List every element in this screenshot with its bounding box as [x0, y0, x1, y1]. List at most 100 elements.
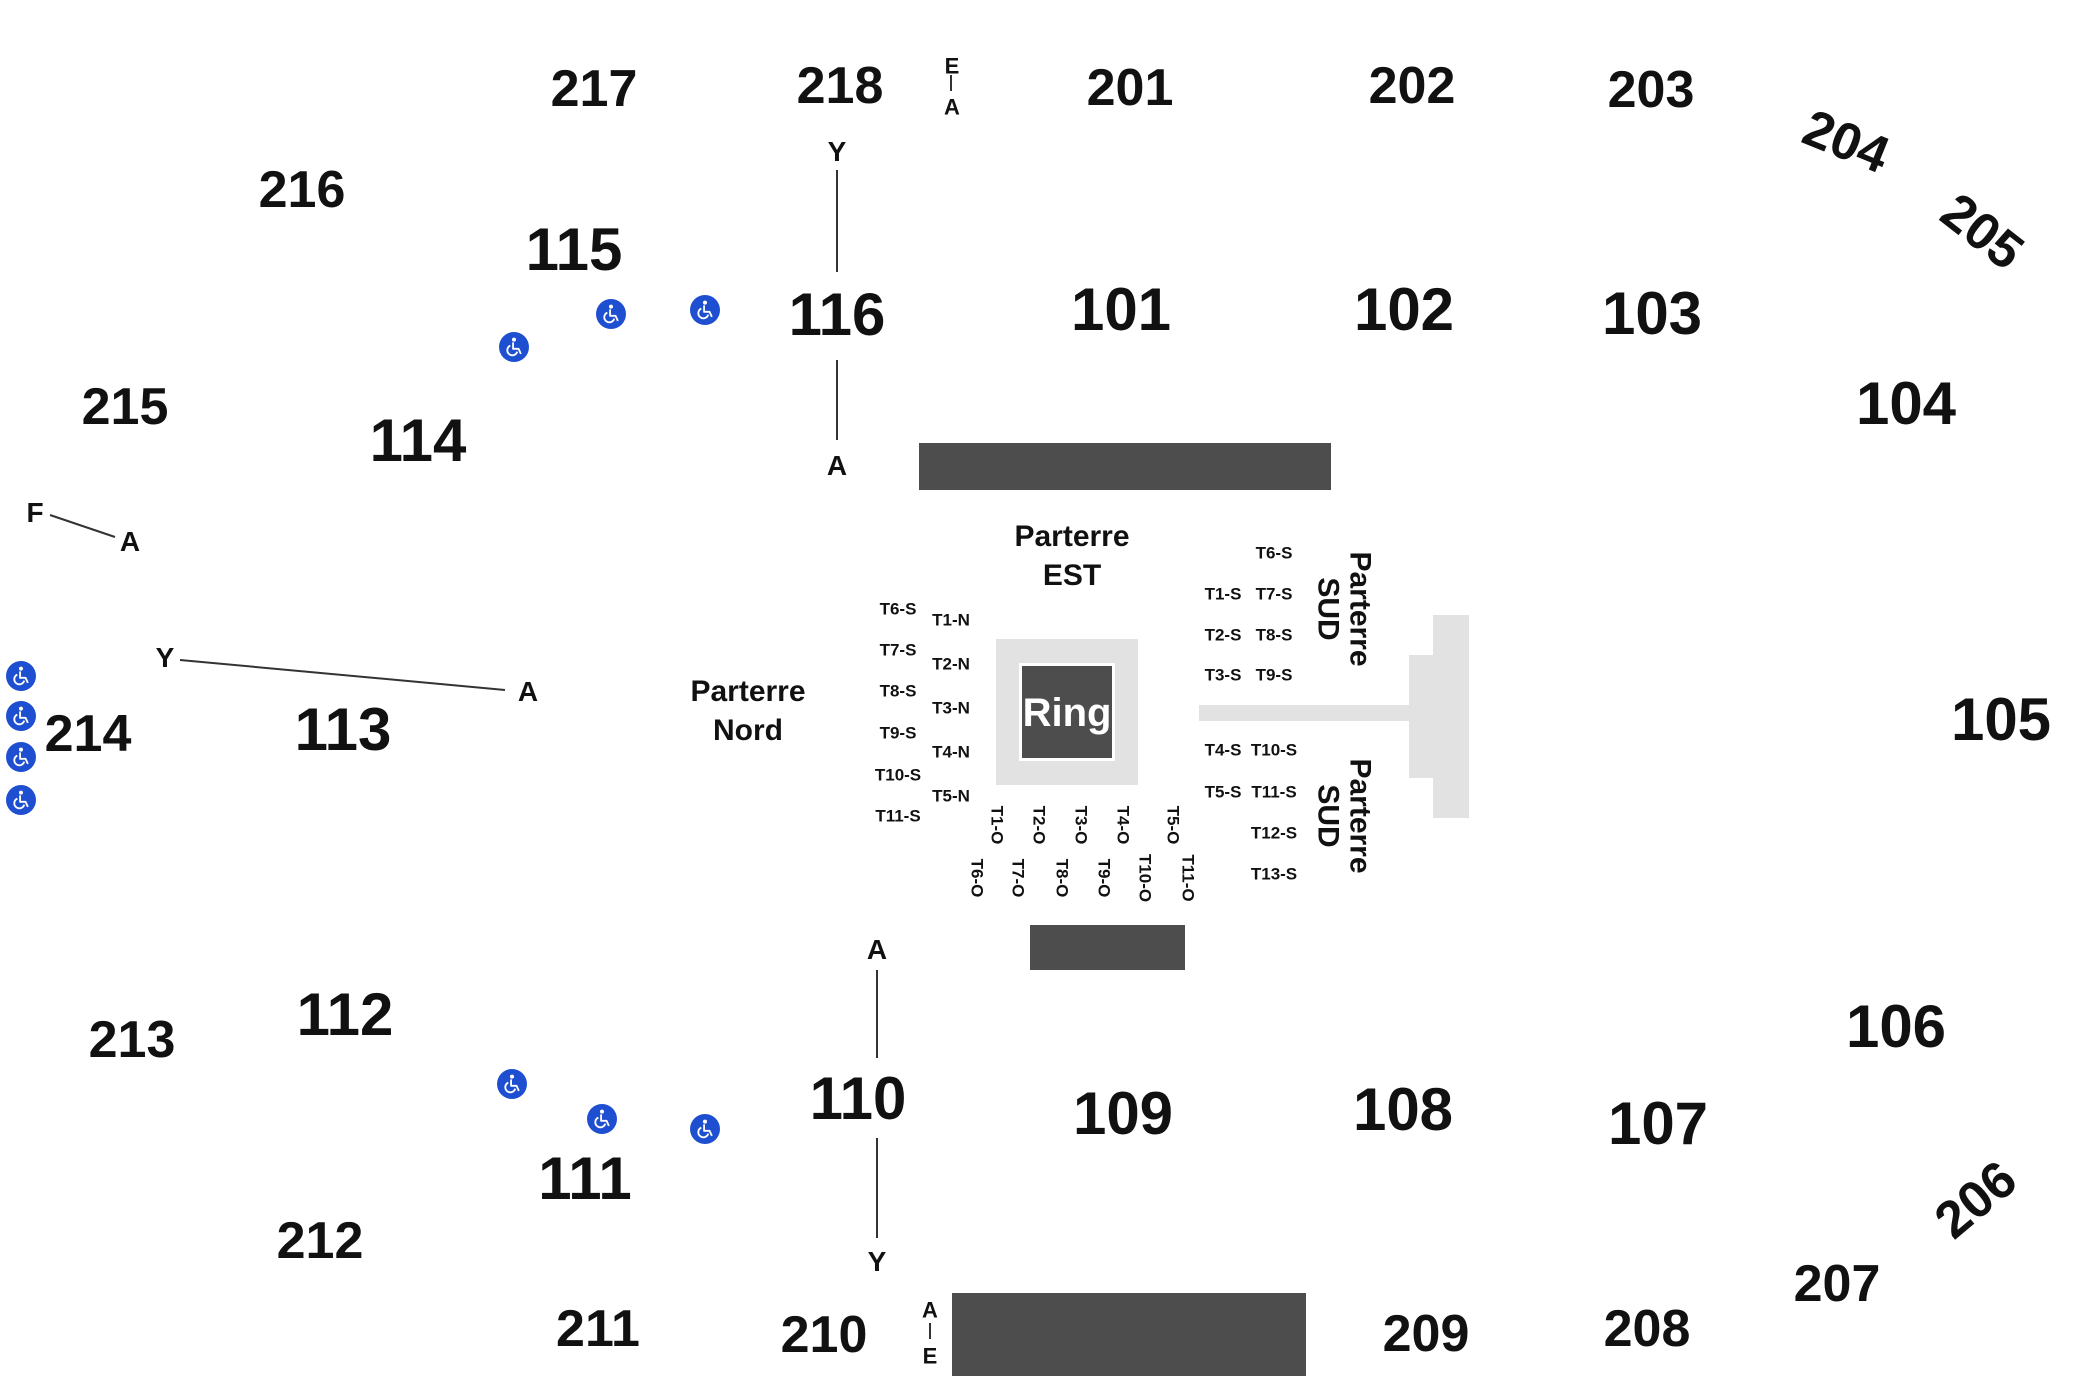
- table-sud-top-right[interactable]: T9-S: [1255, 665, 1293, 685]
- section-208[interactable]: 208: [1603, 1300, 1691, 1358]
- table-nord-left[interactable]: T10-S: [874, 765, 922, 785]
- table-ouest-top[interactable]: T4-O: [1113, 805, 1133, 845]
- table-sud-bottom-right[interactable]: T13-S: [1250, 864, 1298, 884]
- wheelchair-icon[interactable]: [6, 661, 36, 691]
- row-label-218-bottom: A: [944, 94, 960, 120]
- table-ouest-bottom[interactable]: T10-O: [1135, 853, 1155, 903]
- zone-parterre-sud-top-line1: Parterre: [1343, 551, 1377, 667]
- section-106[interactable]: 106: [1845, 993, 1947, 1060]
- section-203[interactable]: 203: [1607, 61, 1695, 119]
- table-ouest-bottom[interactable]: T9-O: [1094, 858, 1114, 898]
- wheelchair-icon[interactable]: [596, 299, 626, 329]
- wheelchair-icon[interactable]: [690, 295, 720, 325]
- row-label-116-bottom: A: [826, 450, 848, 481]
- section-211[interactable]: 211: [556, 1300, 640, 1358]
- section-113[interactable]: 113: [294, 696, 392, 763]
- table-nord-left[interactable]: T9-S: [879, 723, 917, 743]
- zone-parterre-est[interactable]: Parterre EST: [1014, 517, 1129, 595]
- section-116[interactable]: 116: [788, 281, 886, 348]
- table-nord-left[interactable]: T11-S: [875, 806, 921, 826]
- zone-parterre-sud-bottom-line2: SUD: [1312, 784, 1345, 848]
- table-ouest-top[interactable]: T2-O: [1029, 805, 1049, 845]
- row-label-210-bottom: E: [922, 1343, 938, 1369]
- table-sud-top-right[interactable]: T6-S: [1255, 543, 1293, 563]
- section-107[interactable]: 107: [1607, 1090, 1709, 1157]
- table-sud-bottom-left[interactable]: T4-S: [1204, 740, 1242, 760]
- table-sud-top-left[interactable]: T3-S: [1204, 665, 1242, 685]
- section-217[interactable]: 217: [550, 60, 638, 118]
- table-sud-top-left[interactable]: T1-S: [1204, 584, 1242, 604]
- table-sud-bottom-right[interactable]: T12-S: [1250, 823, 1298, 843]
- section-105[interactable]: 105: [1950, 686, 2052, 753]
- zone-parterre-sud-bottom-line1: Parterre: [1343, 758, 1377, 874]
- table-ouest-bottom[interactable]: T8-O: [1052, 858, 1072, 898]
- section-115[interactable]: 115: [525, 216, 623, 283]
- zone-parterre-nord-line2: Nord: [712, 714, 783, 747]
- table-nord-right[interactable]: T1-N: [932, 610, 970, 630]
- wheelchair-icon[interactable]: [497, 1069, 527, 1099]
- section-112[interactable]: 112: [296, 981, 394, 1048]
- section-114[interactable]: 114: [369, 407, 467, 474]
- section-201[interactable]: 201: [1086, 59, 1174, 117]
- section-108[interactable]: 108: [1352, 1076, 1454, 1143]
- table-nord-left[interactable]: T7-S: [879, 640, 917, 660]
- stage-bottom-small: [1030, 925, 1185, 970]
- section-209[interactable]: 209: [1382, 1305, 1470, 1363]
- section-102[interactable]: 102: [1353, 276, 1455, 343]
- row-label-116-top: Y: [827, 136, 847, 167]
- table-ouest-top[interactable]: T5-O: [1163, 805, 1183, 845]
- table-sud-top-left[interactable]: T2-S: [1204, 625, 1242, 645]
- row-label-210-top: A: [922, 1297, 938, 1323]
- table-ouest-bottom[interactable]: T6-O: [967, 858, 987, 898]
- section-216[interactable]: 216: [258, 161, 346, 219]
- section-214[interactable]: 214: [44, 705, 132, 763]
- table-nord-right[interactable]: T5-N: [932, 786, 970, 806]
- section-111[interactable]: 111: [538, 1145, 632, 1212]
- zone-parterre-est-line2: EST: [1042, 559, 1102, 592]
- stage-bottom-large: [952, 1293, 1306, 1376]
- zone-parterre-nord[interactable]: Parterre Nord: [690, 672, 805, 750]
- stage-top: [919, 443, 1331, 490]
- section-104[interactable]: 104: [1855, 370, 1957, 437]
- table-nord-right[interactable]: T4-N: [932, 742, 970, 762]
- table-ouest-top[interactable]: T1-O: [987, 805, 1007, 845]
- section-212[interactable]: 212: [276, 1212, 364, 1270]
- table-nord-left[interactable]: T6-S: [879, 599, 917, 619]
- table-sud-bottom-right[interactable]: T10-S: [1250, 740, 1298, 760]
- section-210[interactable]: 210: [780, 1306, 868, 1364]
- wheelchair-icon[interactable]: [6, 742, 36, 772]
- row-label-113-right: A: [517, 676, 539, 707]
- ring-label: Ring: [1022, 691, 1112, 735]
- row-label-218-top: E: [944, 53, 960, 79]
- zone-parterre-sud-bottom[interactable]: Parterre SUD: [1312, 758, 1377, 874]
- ring[interactable]: [1019, 663, 1115, 761]
- wheelchair-icon[interactable]: [690, 1114, 720, 1144]
- section-109[interactable]: 109: [1072, 1080, 1174, 1147]
- table-nord-left[interactable]: T8-S: [879, 681, 917, 701]
- section-103[interactable]: 103: [1601, 280, 1703, 347]
- section-215[interactable]: 215: [81, 378, 169, 436]
- table-nord-right[interactable]: T3-N: [932, 698, 970, 718]
- section-110[interactable]: 110: [809, 1065, 907, 1132]
- section-213[interactable]: 213: [88, 1011, 176, 1069]
- section-101[interactable]: 101: [1070, 276, 1172, 343]
- wheelchair-icon[interactable]: [6, 701, 36, 731]
- table-sud-top-right[interactable]: T7-S: [1255, 584, 1293, 604]
- wheelchair-icon[interactable]: [499, 332, 529, 362]
- zone-parterre-sud-top[interactable]: Parterre SUD: [1312, 551, 1377, 667]
- table-ouest-top[interactable]: T3-O: [1071, 805, 1091, 845]
- table-sud-bottom-left[interactable]: T5-S: [1204, 782, 1242, 802]
- section-202[interactable]: 202: [1368, 57, 1456, 115]
- table-nord-right[interactable]: T2-N: [932, 654, 970, 674]
- wheelchair-icon[interactable]: [587, 1104, 617, 1134]
- table-sud-bottom-right[interactable]: T11-S: [1251, 782, 1297, 802]
- runway: [1199, 705, 1409, 721]
- table-sud-top-right[interactable]: T8-S: [1255, 625, 1293, 645]
- wheelchair-icon[interactable]: [6, 785, 36, 815]
- table-ouest-bottom[interactable]: T7-O: [1008, 858, 1028, 898]
- section-207[interactable]: 207: [1793, 1255, 1881, 1313]
- table-ouest-bottom[interactable]: T11-O: [1178, 854, 1198, 902]
- section-218[interactable]: 218: [796, 57, 884, 115]
